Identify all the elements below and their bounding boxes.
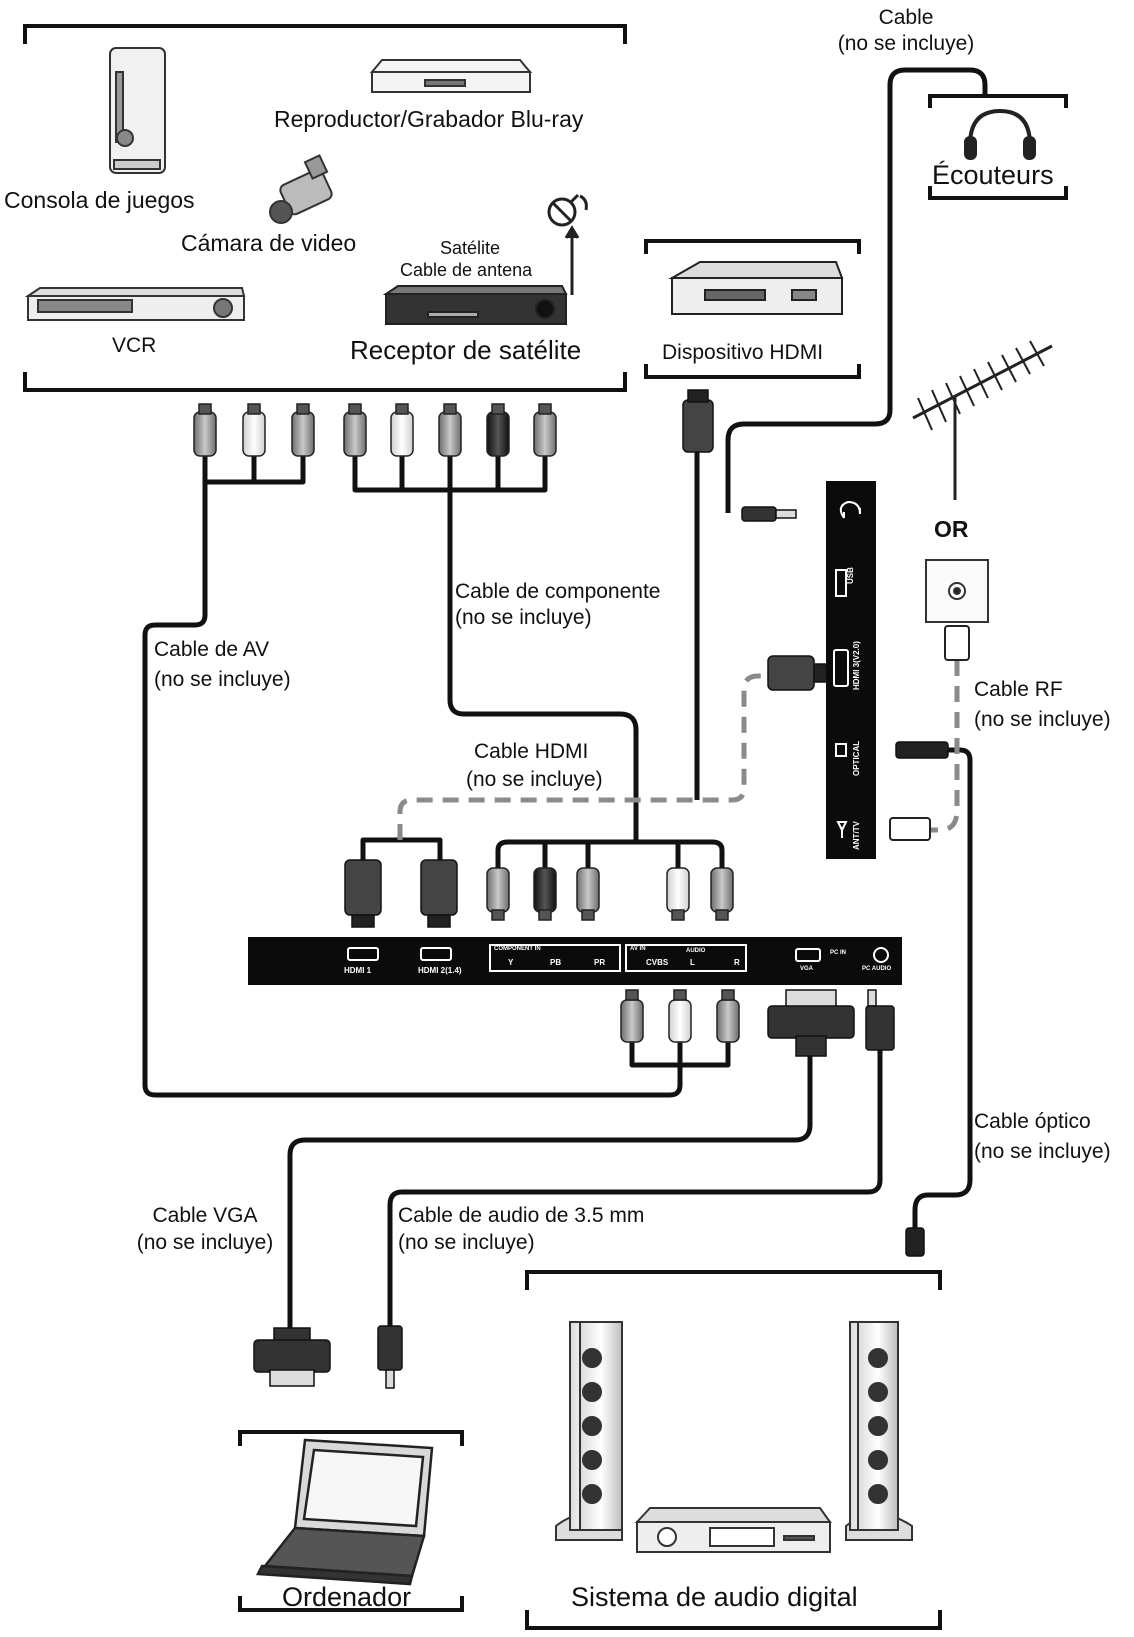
rca-plugs-panel-bottom bbox=[620, 989, 740, 1043]
vga-cable-note: (no se incluye) bbox=[136, 1231, 274, 1254]
or-label: OR bbox=[934, 516, 969, 542]
bluray-label: Reproductor/Grabador Blu-ray bbox=[274, 106, 584, 132]
hdmi-cable-label: Cable HDMI bbox=[474, 740, 589, 763]
port-usb-label: USB bbox=[846, 567, 855, 584]
optical-plugs bbox=[895, 741, 949, 1257]
port-antenna-label: ANT/TV bbox=[852, 821, 861, 850]
rf-cable-note: (no se incluye) bbox=[974, 708, 1111, 731]
tv-side-panel bbox=[826, 481, 876, 859]
right-speaker-icon bbox=[845, 1321, 913, 1541]
cable-lines bbox=[142, 67, 988, 1328]
satellite-receiver-icon bbox=[382, 285, 568, 325]
vga-plugs bbox=[253, 989, 855, 1387]
av-cable-note: (no se incluye) bbox=[154, 668, 291, 691]
rca-plugs-panel-top bbox=[486, 867, 734, 921]
satellite-dish-icon bbox=[547, 193, 588, 295]
rca-plugs-top bbox=[193, 403, 557, 457]
port-hdmi2-label: HDMI 2(1.4) bbox=[418, 966, 462, 975]
bluray-player-icon bbox=[369, 59, 533, 93]
wall-outlet-icon bbox=[925, 559, 989, 623]
audio-system-label: Sistema de audio digital bbox=[571, 1582, 858, 1612]
headphone-jack-plug bbox=[741, 506, 797, 522]
hdmi-plugs bbox=[344, 389, 829, 928]
port-y-label: Y bbox=[508, 958, 514, 967]
port-cvbs-label: CVBS bbox=[646, 958, 669, 967]
port-pc-audio-label: PC AUDIO bbox=[862, 966, 892, 972]
headphones-label: Écouteurs bbox=[932, 160, 1054, 190]
audio35-cable-note: (no se incluye) bbox=[398, 1231, 535, 1254]
port-pb-label: PB bbox=[550, 958, 562, 967]
port-hdmi1-label: HDMI 1 bbox=[344, 966, 372, 975]
antenna-icon bbox=[912, 340, 1053, 500]
audio35-cable-label: Cable de audio de 3.5 mm bbox=[398, 1204, 645, 1227]
device-group-bracket-top bbox=[23, 24, 627, 392]
top-cable-note: (no se incluye) bbox=[837, 32, 975, 55]
top-cable-label: Cable bbox=[878, 6, 934, 29]
port-component-in-label: COMPONENT IN bbox=[494, 946, 541, 952]
dashed-cable-lines bbox=[397, 660, 960, 840]
hdmi-device-label: Dispositivo HDMI bbox=[662, 341, 824, 364]
headphones-icon bbox=[964, 108, 1036, 160]
tv-bottom-panel bbox=[248, 937, 902, 985]
port-vga-label: VGA bbox=[800, 966, 814, 972]
rf-plugs bbox=[889, 625, 970, 841]
audio-system-bracket bbox=[525, 1270, 942, 1630]
vcr-label: VCR bbox=[112, 334, 157, 357]
vga-cable-label: Cable VGA bbox=[152, 1204, 258, 1227]
headphones-bracket bbox=[928, 94, 1068, 200]
port-hdmi3-label: HDMI 3(V2.0) bbox=[852, 641, 861, 690]
audio-jack-plugs bbox=[377, 989, 895, 1389]
computer-label: Ordenador bbox=[282, 1582, 412, 1612]
console-label: Consola de juegos bbox=[4, 187, 195, 213]
port-r-label: R bbox=[734, 958, 740, 967]
optical-cable-label: Cable óptico bbox=[974, 1110, 1091, 1133]
hdmi-device-icon bbox=[668, 261, 844, 315]
amplifier-icon bbox=[634, 1507, 832, 1553]
satellite-label: Satélite bbox=[440, 238, 501, 258]
port-optical-label: OPTICAL bbox=[852, 740, 861, 776]
port-pc-in-label: PC IN bbox=[830, 950, 847, 956]
component-cable-note: (no se incluye) bbox=[455, 606, 592, 629]
camcorder-icon bbox=[269, 154, 333, 224]
port-l-label: L bbox=[690, 958, 695, 967]
computer-bracket bbox=[238, 1430, 464, 1612]
laptop-icon bbox=[256, 1438, 434, 1586]
satellite-receiver-label: Receptor de satélite bbox=[350, 335, 582, 365]
optical-cable-note: (no se incluye) bbox=[974, 1140, 1111, 1163]
vcr-icon bbox=[24, 287, 246, 321]
av-cable-label: Cable de AV bbox=[154, 638, 270, 661]
game-console-icon bbox=[109, 47, 166, 174]
port-audio-label: AUDIO bbox=[686, 948, 706, 954]
port-pr-label: PR bbox=[594, 958, 606, 967]
left-speaker-icon bbox=[555, 1321, 623, 1541]
rf-cable-label: Cable RF bbox=[974, 678, 1063, 701]
port-av-in-label: AV IN bbox=[630, 946, 646, 952]
component-cable-label: Cable de componente bbox=[455, 580, 661, 603]
hdmi-cable-note: (no se incluye) bbox=[466, 768, 603, 791]
camcorder-label: Cámara de video bbox=[181, 230, 357, 256]
antenna-cable-label: Cable de antena bbox=[400, 260, 533, 280]
hdmi-device-bracket bbox=[644, 239, 861, 379]
